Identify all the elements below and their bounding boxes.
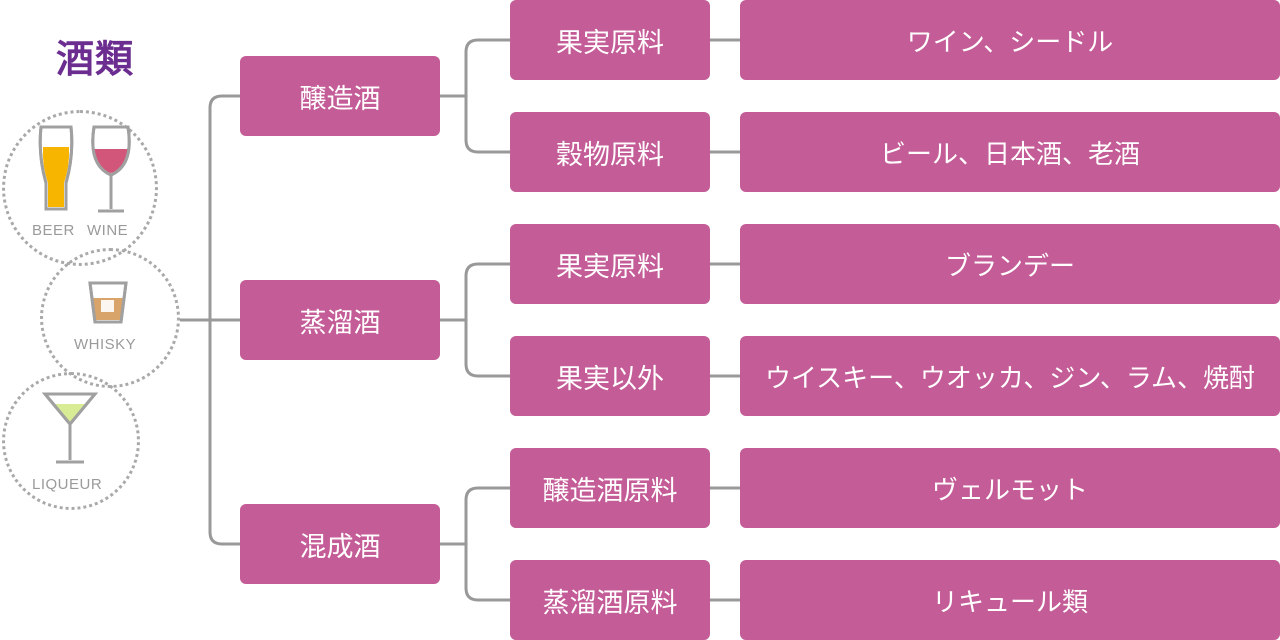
examples-distilled-nonfruit: ウイスキー、ウオッカ、ジン、ラム、焼酎 — [740, 336, 1280, 416]
branch-3 — [440, 486, 510, 602]
liqueur-circle — [2, 372, 140, 510]
whisky-label: WHISKY — [74, 336, 137, 353]
branch-1 — [440, 38, 510, 154]
diagram-title: 酒類 — [55, 37, 134, 81]
subcategory-distilled-fruit: 果実原料 — [510, 224, 710, 304]
branch-2 — [440, 262, 510, 378]
subcategory-brewed-fruit: 果実原料 — [510, 0, 710, 80]
examples-brewed-grain: ビール、日本酒、老酒 — [740, 112, 1280, 192]
subcategory-brewed-grain: 穀物原料 — [510, 112, 710, 192]
subcategory-mixed-distilled: 蒸溜酒原料 — [510, 560, 710, 640]
examples-brewed-fruit: ワイン、シードル — [740, 0, 1280, 80]
beer-glass-icon — [38, 125, 74, 211]
liqueur-label: LIQUEUR — [32, 476, 103, 493]
cocktail-glass-icon — [42, 392, 98, 464]
whisky-glass-icon — [88, 281, 128, 324]
subcategory-mixed-brewed: 醸造酒原料 — [510, 448, 710, 528]
category-mixed: 混成酒 — [240, 504, 440, 584]
wine-glass-icon — [91, 125, 131, 213]
beer-label: BEER — [32, 222, 75, 239]
category-distilled: 蒸溜酒 — [240, 280, 440, 360]
category-brewed: 醸造酒 — [240, 56, 440, 136]
examples-mixed-brewed: ヴェルモット — [740, 448, 1280, 528]
subcategory-distilled-nonfruit: 果実以外 — [510, 336, 710, 416]
examples-mixed-distilled: リキュール類 — [740, 560, 1280, 640]
examples-distilled-fruit: ブランデー — [740, 224, 1280, 304]
wine-label: WINE — [87, 222, 129, 239]
